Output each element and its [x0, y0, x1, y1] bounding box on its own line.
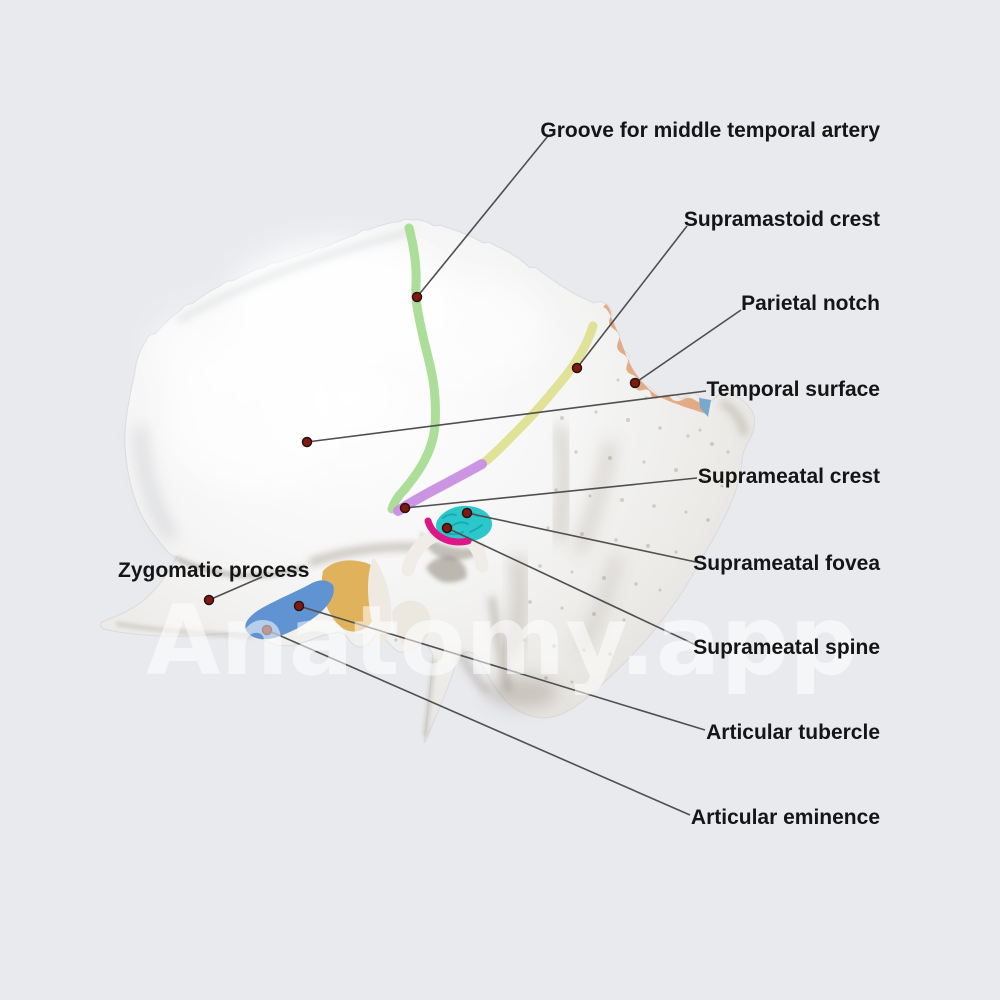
- dot-zygomatic-process: [203, 594, 215, 606]
- leader-articular-eminence: [266, 629, 691, 816]
- articular-blue-patch: [245, 580, 334, 640]
- leader-groove-middle-temporal-artery: [416, 135, 549, 298]
- label-suprameatal-spine: Suprameatal spine: [693, 636, 880, 659]
- label-temporal-surface: Temporal surface: [706, 378, 880, 401]
- parietal-notch-wedge: [699, 398, 711, 417]
- leader-articular-tubercle: [298, 605, 706, 731]
- groove-middle-temporal-artery-line: [387, 223, 440, 514]
- leader-suprameatal-spine: [446, 527, 697, 646]
- label-articular-tubercle: Articular tubercle: [706, 721, 880, 744]
- dot-groove-middle-temporal-artery: [411, 291, 423, 303]
- leader-zygomatic-process: [208, 576, 263, 601]
- structure-highlights: [245, 223, 711, 652]
- gold-root-patch: [321, 560, 384, 632]
- leader-supramastoid-crest: [576, 225, 688, 369]
- leader-suprameatal-crest: [404, 477, 698, 509]
- temporal-surface-border-band: [603, 304, 706, 414]
- leader-suprameatal-fovea: [466, 512, 697, 563]
- label-supramastoid-crest: Supramastoid crest: [683, 208, 880, 231]
- dot-suprameatal-spine: [441, 522, 453, 534]
- squama-highlights: [150, 240, 545, 490]
- label-suprameatal-fovea: Suprameatal fovea: [693, 552, 880, 575]
- label-parietal-notch: Parietal notch: [741, 292, 880, 315]
- dot-suprameatal-fovea: [461, 507, 473, 519]
- dot-supramastoid-crest: [571, 362, 583, 374]
- leader-lines: [208, 135, 742, 816]
- dot-temporal-surface: [301, 436, 313, 448]
- tympanic-plate: [368, 558, 392, 646]
- supramastoid-crest-line: [481, 321, 598, 466]
- anchor-dots: [203, 291, 641, 636]
- suprameatal-spine-arc: [424, 517, 472, 546]
- dot-articular-eminence: [261, 624, 273, 636]
- temporal-bone-body: [99, 218, 756, 744]
- leader-temporal-surface: [306, 390, 707, 443]
- bone-shading: [116, 229, 748, 737]
- dot-articular-tubercle: [293, 600, 305, 612]
- tympanic-plate-2: [392, 600, 431, 652]
- leader-parietal-notch: [634, 309, 742, 384]
- label-groove-middle-temporal-artery: Groove for middle temporal artery: [540, 119, 880, 142]
- label-suprameatal-crest: Suprameatal crest: [697, 465, 880, 488]
- dot-suprameatal-crest: [399, 502, 411, 514]
- dot-parietal-notch: [629, 377, 641, 389]
- label-articular-eminence: Articular eminence: [690, 806, 880, 829]
- label-zygomatic-process: Zygomatic process: [118, 559, 310, 582]
